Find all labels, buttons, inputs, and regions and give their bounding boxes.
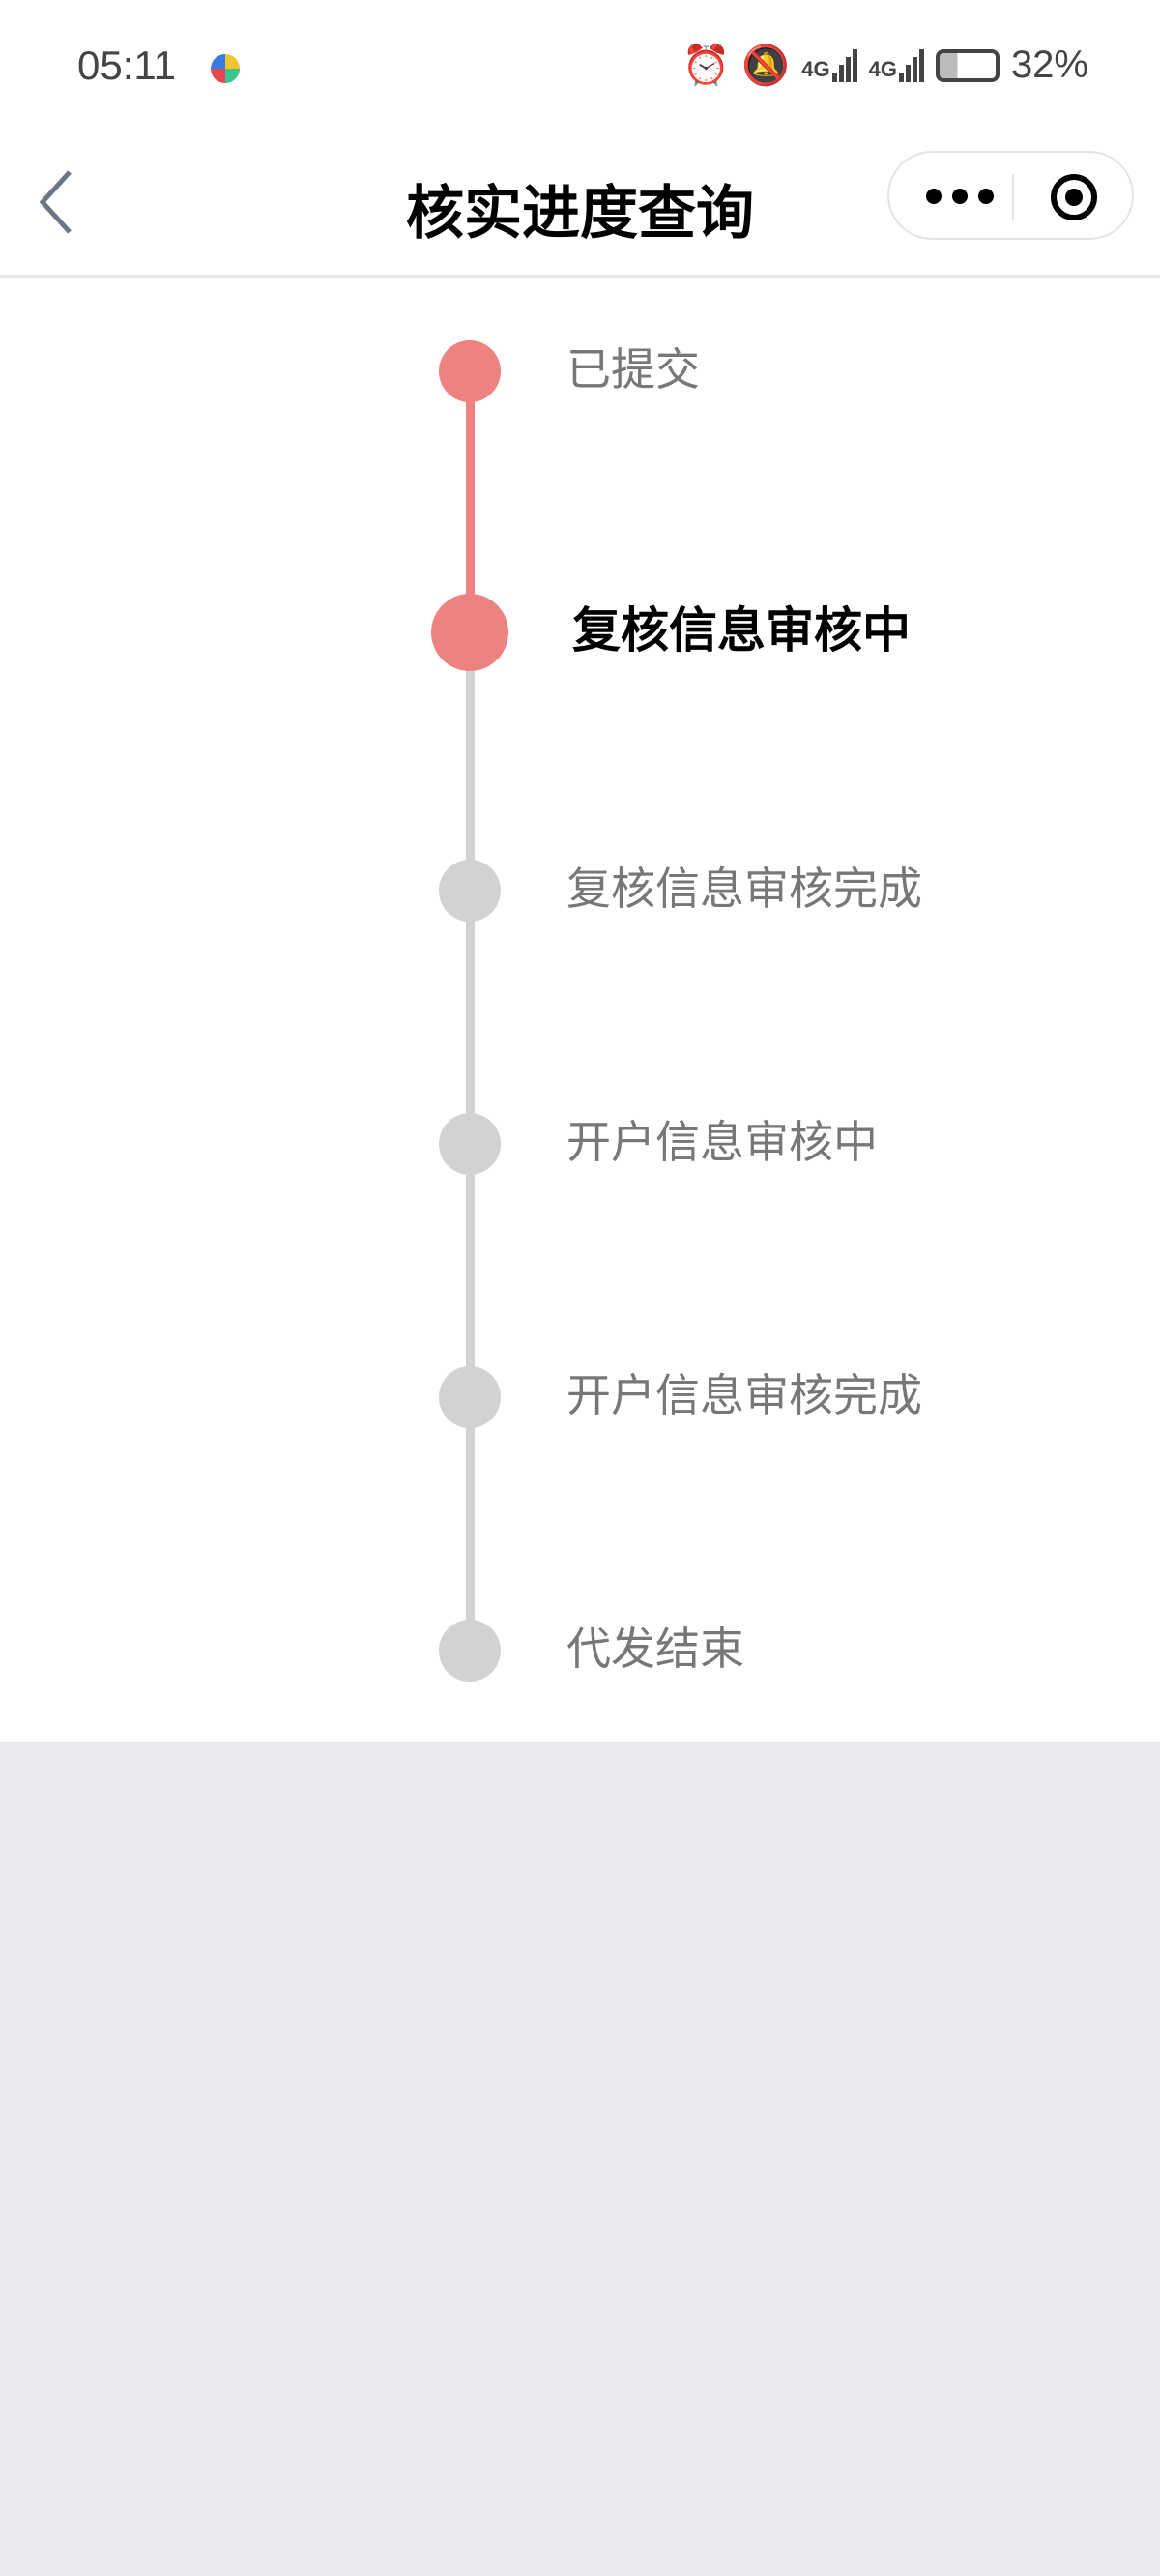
timeline-dot-pending bbox=[439, 1620, 501, 1682]
alarm-icon: ⏰ bbox=[682, 44, 731, 87]
timeline-connector bbox=[466, 891, 475, 1144]
timeline-dot-pending bbox=[439, 1366, 501, 1428]
timeline-connector bbox=[466, 1397, 475, 1651]
signal-icon: 4G bbox=[801, 48, 857, 82]
battery-icon bbox=[935, 48, 1000, 82]
back-icon[interactable] bbox=[37, 168, 95, 236]
timeline-dot-done bbox=[439, 340, 501, 402]
timeline-connector bbox=[466, 632, 475, 891]
timeline-connector bbox=[466, 371, 475, 632]
timeline-step-label: 复核信息审核中 bbox=[572, 603, 911, 658]
timeline: 已提交复核信息审核中复核信息审核完成开户信息审核中开户信息审核完成代发结束 bbox=[0, 278, 1160, 1742]
signal-icon-2: 4G bbox=[869, 48, 924, 82]
battery-percent: 32% bbox=[1010, 44, 1088, 86]
more-icon[interactable] bbox=[926, 172, 994, 220]
timeline-step-label: 开户信息审核完成 bbox=[566, 1370, 922, 1420]
status-icons: ⏰ 🔕 4G 4G 32% bbox=[682, 43, 1088, 88]
timeline-step-label: 复核信息审核完成 bbox=[566, 864, 922, 914]
timeline-dot-pending bbox=[439, 1113, 501, 1175]
close-target-icon[interactable] bbox=[1051, 174, 1097, 220]
timeline-dot-pending bbox=[439, 860, 501, 922]
app-notification-icon bbox=[211, 54, 240, 83]
timeline-dot-current bbox=[431, 594, 508, 671]
mini-program-capsule bbox=[887, 151, 1134, 240]
divider bbox=[1012, 174, 1014, 220]
status-bar: 05:11 ⏰ 🔕 4G 4G 32% bbox=[0, 0, 1160, 135]
bell-muted-icon: 🔕 bbox=[741, 44, 791, 87]
status-time: 05:11 bbox=[77, 43, 176, 88]
timeline-step-label: 已提交 bbox=[566, 344, 700, 395]
timeline-step-label: 代发结束 bbox=[566, 1624, 744, 1674]
page-title: 核实进度查询 bbox=[406, 180, 754, 248]
nav-bar: 核实进度查询 bbox=[0, 135, 1160, 278]
timeline-connector bbox=[466, 1144, 475, 1397]
timeline-step-label: 开户信息审核中 bbox=[566, 1117, 878, 1167]
